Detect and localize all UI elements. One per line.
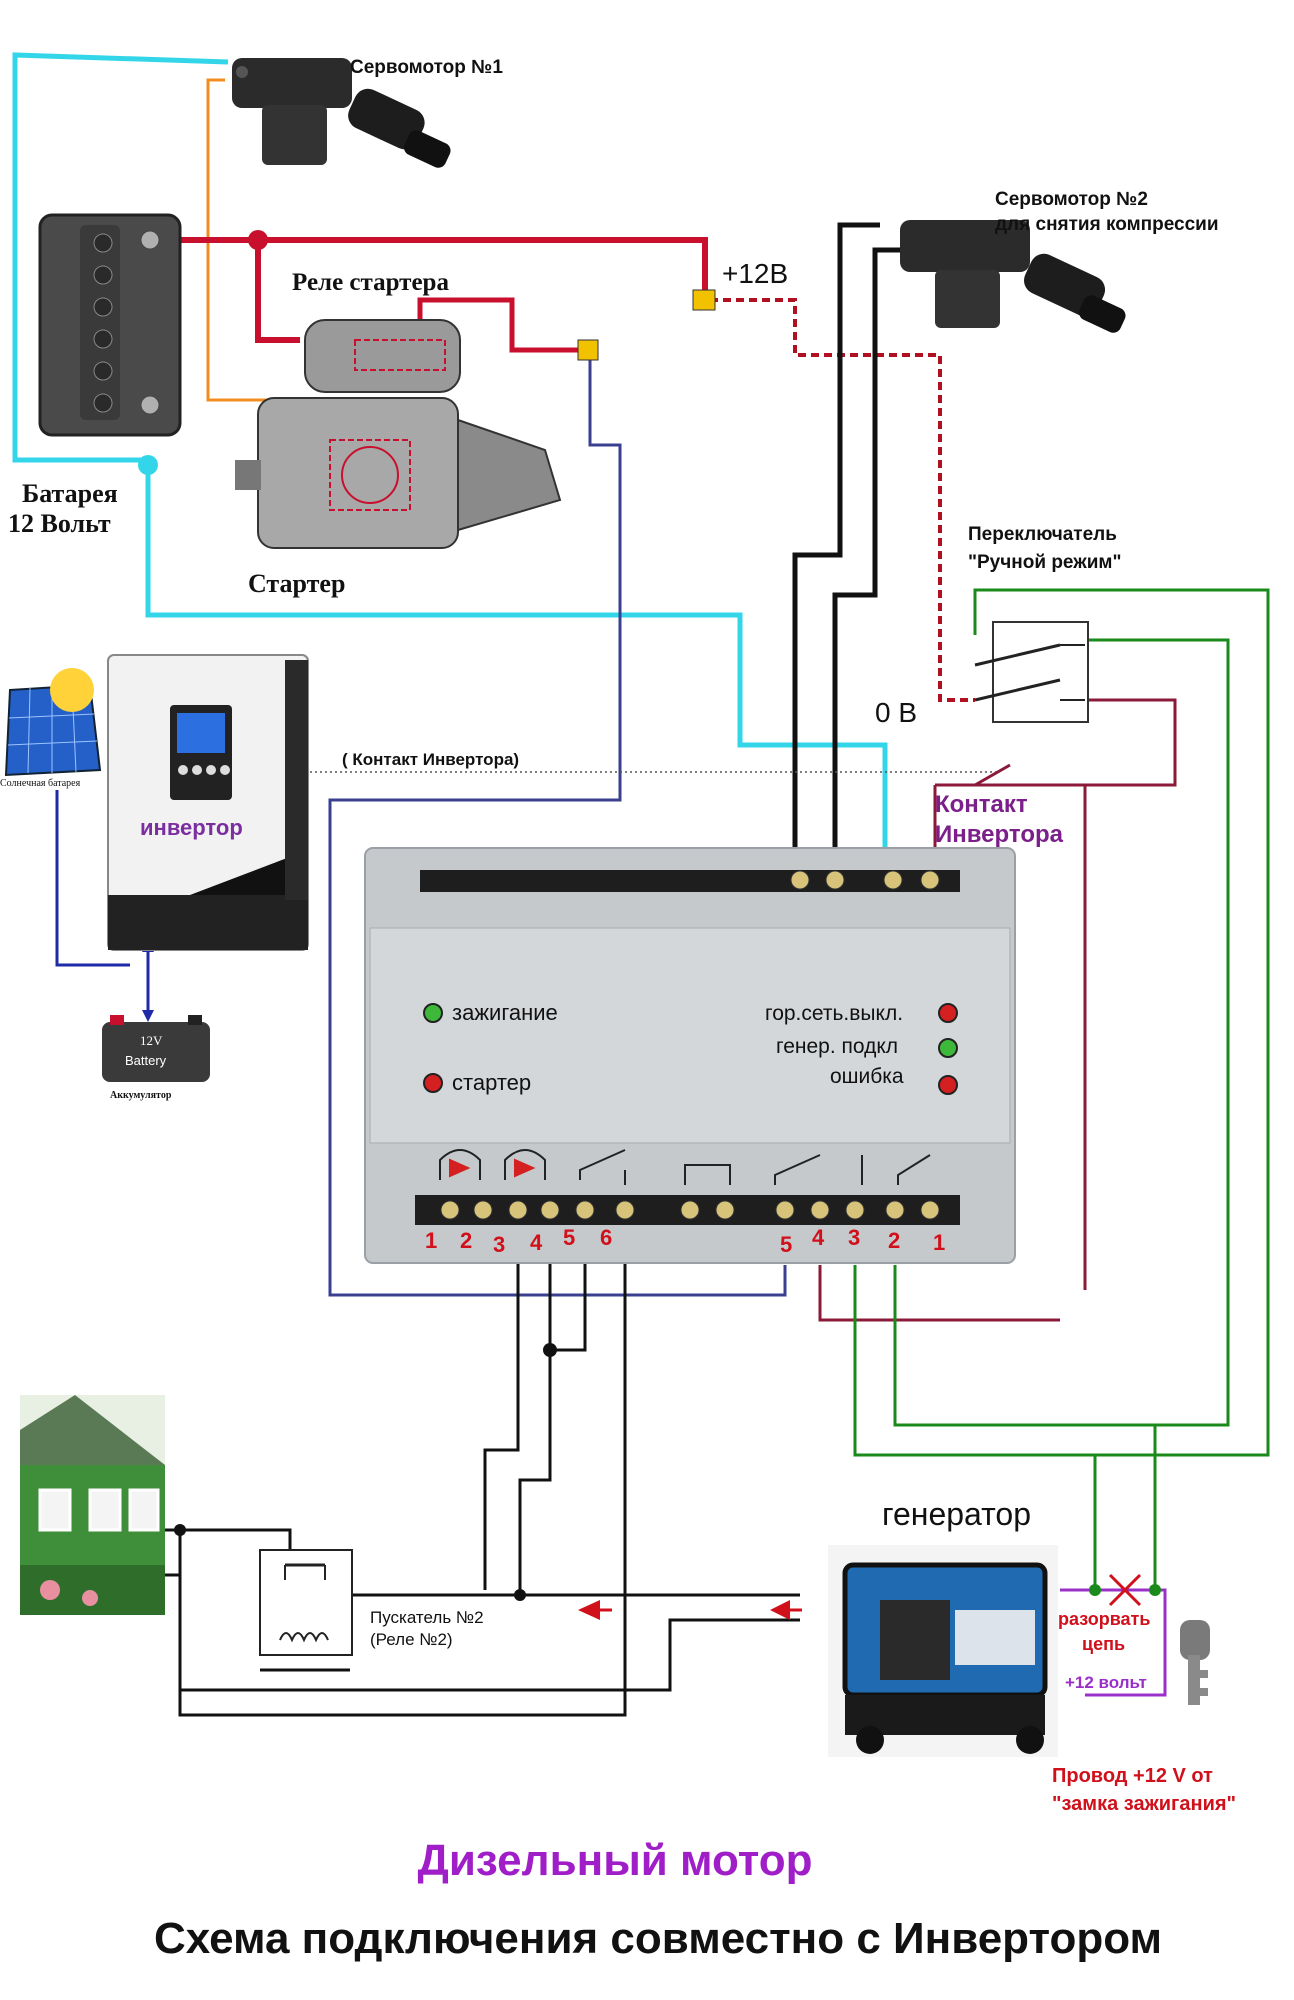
bottom-terminals [440, 1200, 940, 1220]
plus12-label: +12В [722, 258, 788, 289]
flow-arrow-1 [578, 1600, 600, 1620]
servomotor-2 [900, 220, 1126, 333]
ignition-key-icon [1180, 1620, 1210, 1705]
error-indicator-label: ошибка [830, 1065, 904, 1088]
terminal-right-5: 5 [780, 1232, 792, 1257]
house-picture [20, 1395, 165, 1615]
terminal-right-2: 2 [888, 1228, 900, 1253]
terminal-numbers-left: 1 2 3 4 5 6 [425, 1225, 612, 1257]
flow-arrow-2 [770, 1600, 790, 1620]
terminal-left-2: 2 [460, 1228, 472, 1253]
junction-dot-red [248, 230, 268, 250]
black-wire-1 [792, 222, 880, 850]
led-gen-connected [938, 1038, 958, 1058]
black-wire-house-1 [160, 1528, 800, 1597]
starter-terminal [577, 339, 599, 361]
inverter-contact-label-line1: Контакт [935, 791, 1028, 818]
break-cross-icon [1108, 1573, 1142, 1607]
solar-panel [4, 668, 102, 777]
ignition-wire-label-line1: Провод +12 V от [1052, 1765, 1213, 1787]
switch-label-line2: "Ручной режим" [968, 552, 1121, 573]
relay2-label-line2: (Реле №2) [370, 1630, 453, 1649]
terminal-numbers-right: 5 4 3 2 1 [780, 1225, 945, 1257]
green-junction-2 [1149, 1584, 1161, 1596]
servo2-label-line1: Сервомотор №2 [995, 189, 1148, 210]
accum-label-line1: 12V [140, 1033, 163, 1048]
junction-dot-relay [514, 1589, 526, 1601]
zero-v-label: 0 В [875, 697, 917, 728]
terminal-left-3: 3 [493, 1232, 505, 1257]
mains-off-indicator-label: гор.сеть.выкл. [765, 1002, 903, 1025]
top-terminals [790, 870, 940, 890]
black-wire-t5 [518, 1230, 587, 1595]
terminal-right-4: 4 [812, 1225, 825, 1250]
navy-wire [328, 355, 787, 1297]
red-dashed-wire [710, 298, 975, 702]
terminal-left-6: 6 [600, 1225, 612, 1250]
junction-dot-4 [543, 1343, 557, 1357]
inverter-contact-switch [935, 763, 1011, 787]
green-wire-1 [853, 588, 1270, 1457]
terminal-left-5: 5 [563, 1225, 575, 1250]
subtitle: Дизельный мотор [417, 1836, 812, 1885]
solar-label: Солнечная батарея [0, 778, 81, 789]
inverter-contact-label-line2: Инвертора [935, 821, 1064, 848]
gen-connected-indicator-label: генер. подкл [776, 1035, 898, 1058]
red-wire-starter [417, 297, 580, 353]
starter-relay-2 [259, 1549, 353, 1656]
starter-motor [235, 319, 562, 549]
led-ignition [423, 1003, 443, 1023]
servo1-label: Сервомотор №1 [350, 57, 503, 78]
maroon-wire-2 [1085, 698, 1177, 787]
inverter-contact-dotted-label: ( Контакт Инвертора) [342, 750, 519, 769]
relay-symbols [439, 1149, 931, 1185]
green-junction-1 [1089, 1584, 1101, 1596]
ignition-wire-label-line2: "замка зажигания" [1052, 1793, 1236, 1815]
solar-wire [55, 790, 130, 967]
black-wire-t3 [483, 1230, 520, 1590]
relay-starter-label: Реле стартера [292, 269, 449, 296]
terminal-right-3: 3 [848, 1225, 860, 1250]
arrow-down-blue [142, 1010, 154, 1022]
battery-label-line1: Батарея [22, 479, 118, 508]
break-label-line2: цепь [1082, 1634, 1125, 1654]
junction-dot-cyan [138, 455, 158, 475]
relay2-label-line1: Пускатель №2 [370, 1608, 484, 1627]
green-wire-2 [893, 638, 1230, 1427]
inverter-label: инвертор [140, 815, 243, 840]
car-battery [38, 213, 182, 437]
switch-label-line1: Переключатель [968, 524, 1117, 545]
plus12-terminal [692, 289, 716, 311]
manual-mode-switch [974, 621, 1089, 723]
generator-label: генератор [882, 1496, 1031, 1532]
black-wire-2 [832, 247, 900, 850]
terminal-left-4: 4 [530, 1230, 543, 1255]
purple-wire [1060, 1588, 1167, 1697]
terminal-left-1: 1 [425, 1228, 437, 1253]
junction-dot-house [174, 1524, 186, 1536]
servomotor-1 [232, 58, 451, 168]
led-mains-off [938, 1003, 958, 1023]
generator-picture [828, 1545, 1058, 1757]
inverter-unit [107, 654, 309, 951]
led-error [938, 1075, 958, 1095]
terminal-right-1: 1 [933, 1230, 945, 1255]
inverter-battery [102, 1015, 210, 1082]
starter-label: Стартер [248, 569, 345, 598]
red-wire-main [155, 237, 708, 295]
plus12-volt-label: +12 вольт [1065, 1673, 1147, 1692]
battery-label-line2: 12 Вольт [8, 509, 111, 538]
red-wire-relay [255, 240, 300, 343]
ignition-indicator-label: зажигание [452, 1000, 558, 1025]
servo2-label-line2: для снятия компрессии [995, 214, 1219, 235]
black-wire-house-2 [160, 1573, 800, 1692]
led-starter [423, 1073, 443, 1093]
maroon-wire-4 [818, 1265, 1060, 1322]
accum-caption: Аккумулятор [110, 1090, 172, 1101]
page-title: Схема подключения совместно с Инвертором [154, 1914, 1162, 1963]
break-label-line1: разорвать [1058, 1609, 1150, 1629]
accum-label-line2: Battery [125, 1053, 167, 1068]
starter-indicator-label: стартер [452, 1070, 531, 1095]
